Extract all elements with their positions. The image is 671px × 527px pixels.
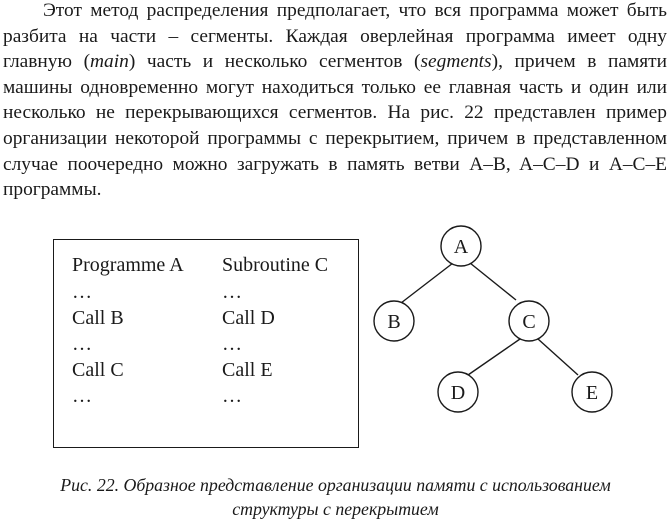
node-label-e: E: [586, 382, 598, 404]
paragraph-part-2: ) часть и несколько сегментов (: [128, 51, 421, 73]
overlay-tree-diagram: A B C D E: [360, 215, 671, 425]
code-line-ellipsis: …: [222, 385, 242, 407]
node-label-b: B: [387, 311, 400, 333]
paragraph-part-3: ), причем в памяти машины одновременно м…: [3, 51, 667, 201]
node-label-a: A: [454, 236, 469, 258]
paragraph-part-1: Этот метод распределения предполагает, ч…: [3, 0, 667, 73]
tree-node-a: A: [440, 225, 482, 267]
body-paragraph: Этот метод распределения предполагает, ч…: [3, 0, 667, 203]
edge-c-e: [537, 338, 579, 376]
caption-line-1: Рис. 22. Образное представление организа…: [60, 475, 611, 495]
tree-svg: A B C D E: [373, 225, 613, 413]
code-line-ellipsis: …: [222, 281, 242, 303]
code-line-ellipsis: …: [72, 281, 92, 303]
code-line-programme-a: Programme A: [72, 254, 184, 276]
code-line-ellipsis: …: [72, 385, 92, 407]
code-line-call-d: Call D: [222, 307, 275, 329]
edge-c-d: [467, 338, 521, 376]
tree-node-c: C: [508, 300, 550, 342]
code-line-ellipsis: …: [72, 333, 92, 355]
code-line-subroutine-c: Subroutine C: [222, 254, 329, 276]
tree-node-e: E: [571, 371, 613, 413]
term-segments: segments: [420, 51, 492, 73]
code-line-ellipsis: …: [222, 333, 242, 355]
tree-node-d: D: [437, 371, 479, 413]
figure-caption: Рис. 22. Образное представление организа…: [0, 473, 671, 521]
term-main: main: [90, 51, 129, 73]
code-line-call-c: Call C: [72, 359, 124, 381]
node-label-d: D: [451, 382, 465, 404]
edge-a-b: [400, 262, 454, 304]
caption-line-2: структуры с перекрытием: [232, 499, 439, 519]
code-line-call-e: Call E: [222, 359, 273, 381]
code-listing-box: Programme A … Call B … Call C … Subrouti…: [53, 239, 359, 448]
tree-node-b: B: [373, 300, 415, 342]
edge-a-c: [469, 262, 517, 301]
node-label-c: C: [522, 311, 535, 333]
code-line-call-b: Call B: [72, 307, 124, 329]
